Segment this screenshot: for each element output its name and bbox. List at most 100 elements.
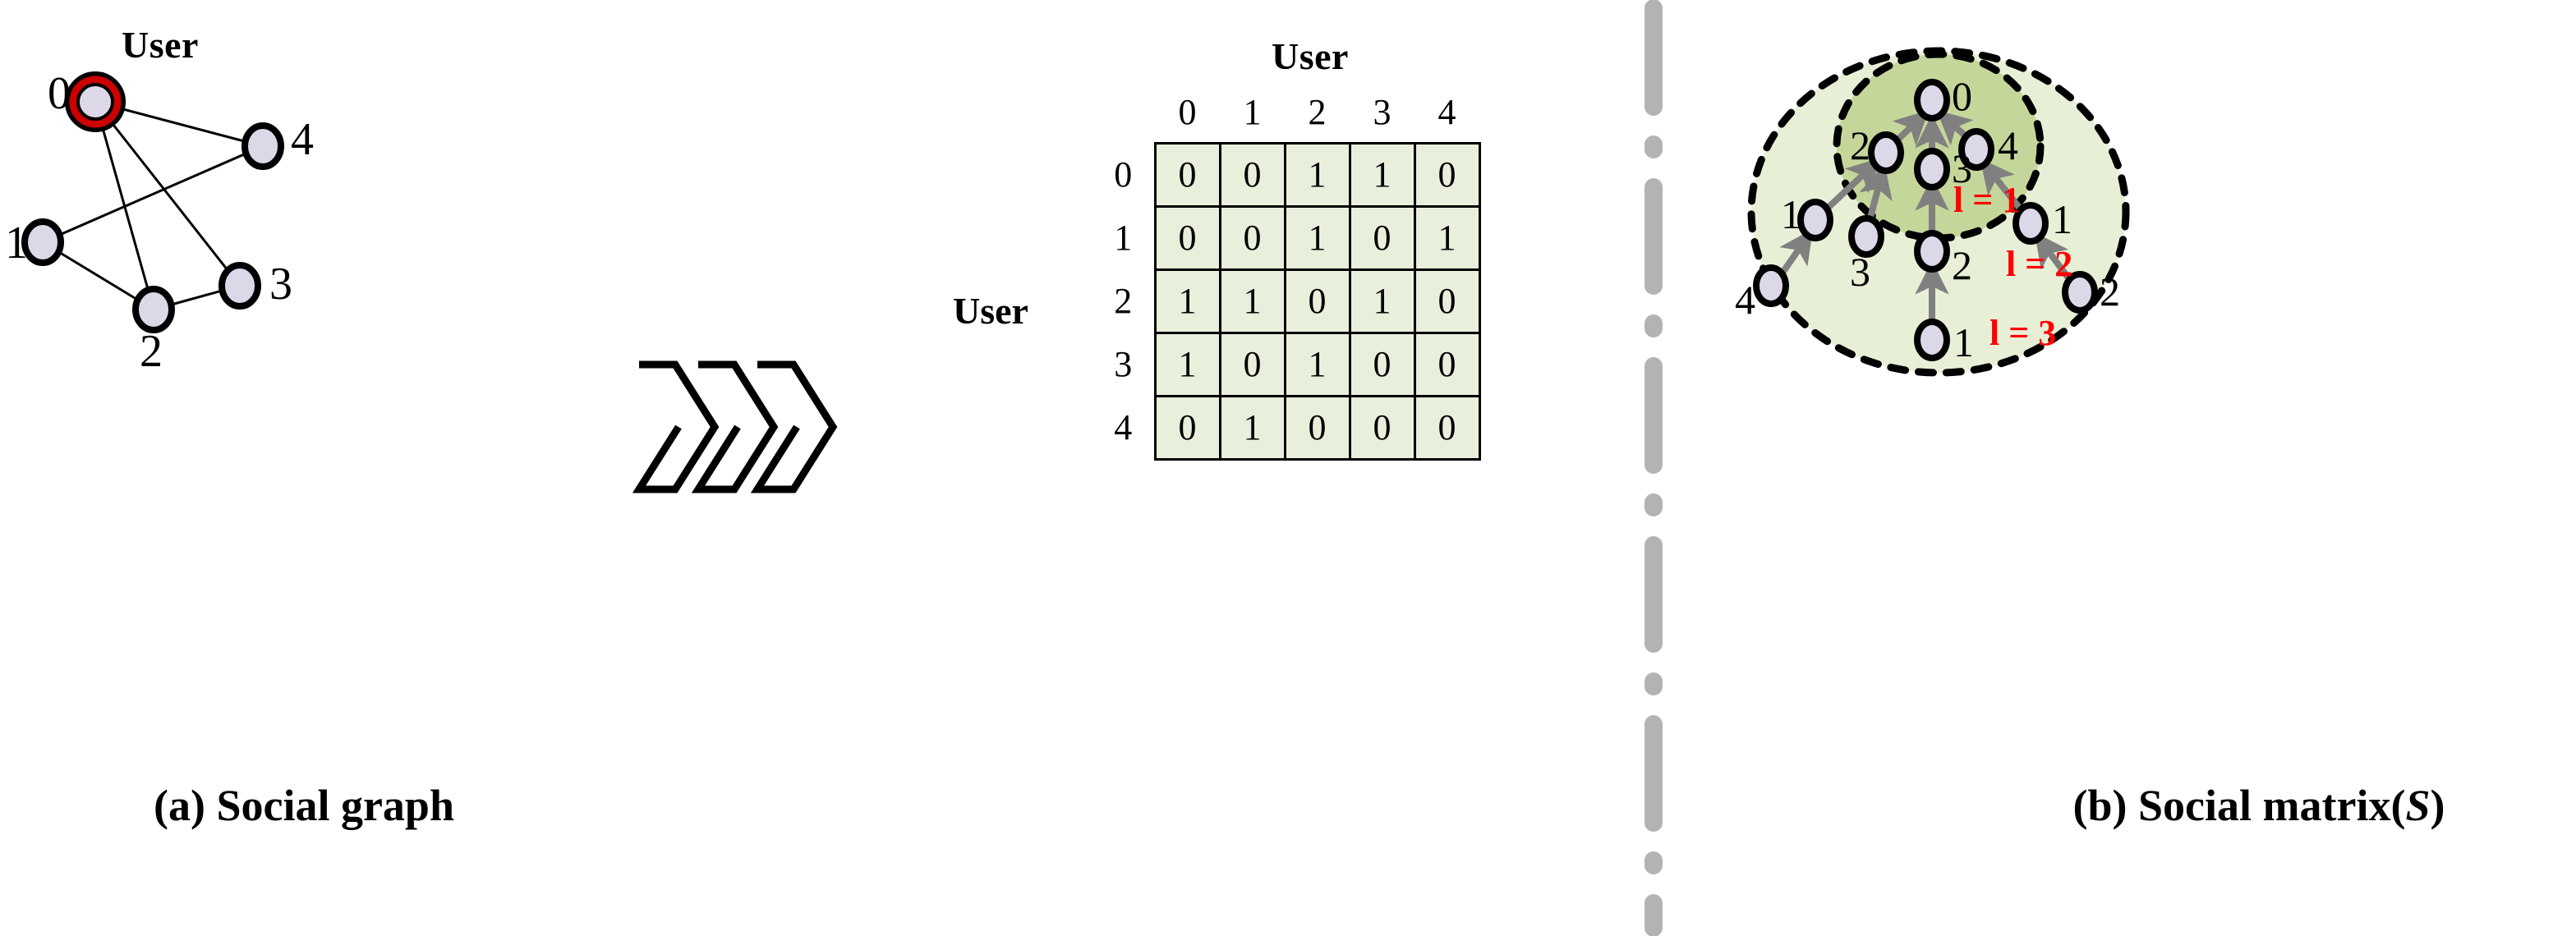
matrix-corner-cell (1092, 82, 1155, 143)
matrix-cell-3-2[interactable]: 1 (1283, 331, 1351, 397)
chevron-2 (691, 360, 779, 493)
matrix-cell-4-1[interactable]: 1 (1218, 394, 1286, 461)
matrix-cell-2-0[interactable]: 1 (1153, 268, 1221, 334)
node-c-label-4-level3: 4 (1735, 277, 1755, 323)
level-label-1: l = 1 (1953, 180, 2021, 220)
node-c-label-3-level1: 3 (1952, 145, 1972, 191)
node-0-outer-ring (65, 71, 126, 132)
node-2-circle[interactable] (132, 286, 175, 333)
matrix-row-header-2: 2 (1114, 281, 1133, 321)
high-order-connectivity-svg (1747, 47, 2130, 377)
matrix-cell-0-4[interactable]: 0 (1413, 141, 1481, 208)
arrow-4B-to-1L (1776, 228, 1814, 280)
matrix-row-header-3: 3 (1114, 344, 1133, 384)
node-c-label-1-level2-right: 1 (2052, 196, 2072, 242)
matrix-col-header-4: 4 (1438, 91, 1456, 132)
matrix-cell-1-3[interactable]: 0 (1348, 204, 1416, 271)
node-0-circle[interactable] (76, 83, 114, 121)
node-c-label-2-level1: 2 (1850, 122, 1870, 168)
matrix-column-header-row: 0 1 2 3 4 (1092, 82, 1479, 143)
social-matrix-table: 0 1 2 3 4 0 0 0 1 1 0 1 0 0 (1092, 82, 1481, 461)
node-c-label-2-level3: 2 (2100, 268, 2120, 314)
matrix-cell-4-0[interactable]: 0 (1153, 394, 1221, 461)
matrix-cell-0-0[interactable]: 0 (1153, 141, 1221, 208)
matrix-cell-2-3[interactable]: 1 (1348, 268, 1416, 334)
caption-panel-a: (a) Social graph (153, 781, 454, 830)
node-c-1-level2-left[interactable] (1797, 199, 1833, 241)
matrix-row: 0 0 0 1 1 0 (1092, 141, 1481, 208)
matrix-col-header-0: 0 (1178, 91, 1197, 132)
matrix-row: 3 1 0 1 0 0 (1092, 331, 1481, 397)
panel-divider (1644, 0, 1663, 936)
matrix-cell-4-3[interactable]: 0 (1348, 394, 1416, 461)
arrow-1R-to-4 (1980, 158, 2027, 216)
graph-nodes (21, 71, 284, 333)
matrix-cell-1-4[interactable]: 1 (1413, 204, 1481, 271)
caption-b-symbol: S (2405, 781, 2431, 830)
node-0-highlight-ring (69, 76, 122, 128)
triple-chevron-right-icon (632, 360, 838, 493)
node-4-circle[interactable] (242, 122, 284, 170)
connectivity-nodes (1753, 79, 2098, 361)
panel-social-matrix: User User 0 1 2 3 4 0 0 0 1 1 0 (953, 0, 2445, 936)
matrix-cell-2-2[interactable]: 0 (1283, 268, 1351, 334)
matrix-row-header-4: 4 (1114, 407, 1133, 447)
matrix-cell-4-2[interactable]: 0 (1283, 394, 1351, 461)
node-c-1-level2-right[interactable] (2012, 202, 2049, 245)
edge-1-4 (42, 145, 264, 244)
chevron-3 (750, 360, 838, 493)
node-c-3-level1[interactable] (1914, 148, 1950, 190)
caption-panel-b: (b) Social matrix(S) (1971, 780, 2546, 831)
node-c-3-level2[interactable] (1848, 215, 1884, 258)
matrix-cell-1-0[interactable]: 0 (1153, 204, 1221, 271)
panel-a-heading: User (122, 24, 199, 66)
matrix-row: 4 0 1 0 0 0 (1092, 394, 1481, 461)
node-3-circle[interactable] (218, 262, 261, 310)
node-c-2-level3[interactable] (2062, 271, 2098, 314)
matrix-cell-3-4[interactable]: 0 (1413, 331, 1481, 397)
node-c-label-0: 0 (1952, 73, 1972, 119)
node-c-2-level2[interactable] (1914, 230, 1950, 273)
node-c-1-level3[interactable] (1914, 319, 1950, 361)
panel-b-heading: User (1272, 35, 1349, 77)
matrix-cell-1-1[interactable]: 0 (1218, 204, 1286, 271)
social-graph-svg (21, 71, 284, 333)
panel-social-graph: User 0 4 1 2 (0, 0, 805, 936)
matrix-cell-1-2[interactable]: 1 (1283, 204, 1351, 271)
node-c-label-3-level2: 3 (1850, 249, 1870, 295)
panel-high-order-connectivity: 0 2 3 4 1 3 2 1 4 2 1 l = 1 l = 2 l = 3 … (1692, 0, 2576, 936)
node-1-circle[interactable] (21, 218, 64, 266)
node-c-2-level1[interactable] (1868, 131, 1904, 174)
level-label-3: l = 3 (1990, 313, 2057, 353)
matrix-row: 2 1 1 0 1 0 (1092, 268, 1481, 334)
edge-0-3 (94, 101, 242, 287)
node-label-1: 1 (5, 218, 28, 268)
matrix-row: 1 0 0 1 0 1 (1092, 204, 1481, 271)
matrix-col-header-2: 2 (1308, 91, 1327, 132)
matrix-row-axis-label: User (953, 290, 1028, 332)
matrix-cell-3-1[interactable]: 0 (1218, 331, 1286, 397)
level-label-2: l = 2 (2006, 244, 2073, 284)
arrow-2R-to-1R (2034, 232, 2075, 285)
matrix-cell-3-0[interactable]: 1 (1153, 331, 1221, 397)
matrix-cell-2-1[interactable]: 1 (1218, 268, 1286, 334)
matrix-row-header-1: 1 (1114, 218, 1133, 258)
matrix-col-header-3: 3 (1373, 91, 1392, 132)
matrix-cell-0-2[interactable]: 1 (1283, 141, 1351, 208)
matrix-cell-2-4[interactable]: 0 (1413, 268, 1481, 334)
node-c-0[interactable] (1914, 79, 1950, 122)
node-c-4-level1[interactable] (1958, 128, 1994, 171)
node-c-label-4-level1: 4 (1998, 122, 2018, 168)
node-label-3: 3 (269, 259, 292, 310)
chevron-1 (632, 360, 720, 493)
matrix-cell-3-3[interactable]: 0 (1348, 331, 1416, 397)
node-c-4-level3[interactable] (1753, 264, 1789, 307)
matrix-col-header-1: 1 (1243, 91, 1262, 132)
matrix-cell-0-3[interactable]: 1 (1348, 141, 1416, 208)
matrix-cell-4-4[interactable]: 0 (1413, 394, 1481, 461)
matrix-cell-0-1[interactable]: 0 (1218, 141, 1286, 208)
node-label-4: 4 (291, 114, 314, 165)
caption-b-suffix: ) (2430, 781, 2445, 830)
node-label-2: 2 (140, 326, 163, 377)
